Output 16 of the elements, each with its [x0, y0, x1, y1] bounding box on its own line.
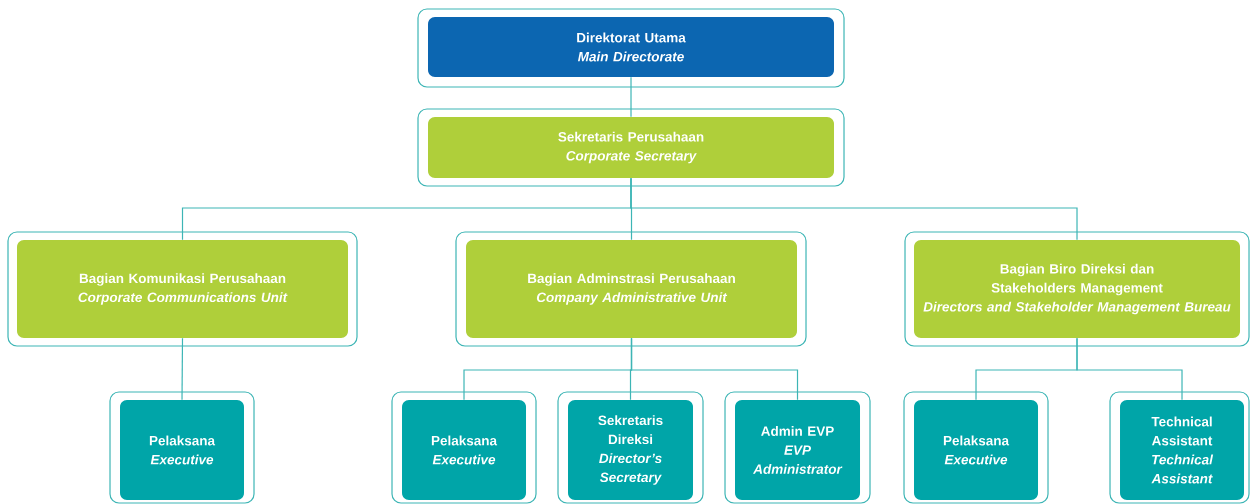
connector-line [630, 337, 799, 401]
org-box: Sekretaris Perusahaan Corporate Secretary [417, 108, 845, 187]
org-box: Technical Assistant Technical Assistant [1109, 391, 1250, 504]
org-box: Direktorat Utama Main Directorate [417, 8, 845, 88]
connector-line [181, 337, 184, 401]
org-box: Sekretaris Direksi Director’s Secretary [557, 391, 704, 504]
org-box: Admin EVP EVP Administrator [724, 391, 871, 504]
org-box: Pelaksana Executive [903, 391, 1049, 504]
org-box: Pelaksana Executive [391, 391, 537, 504]
connector-line [630, 76, 632, 118]
org-box: Bagian Komunikasi Perusahaan Corporate Communications Unit [7, 231, 358, 347]
connector-line [1076, 337, 1183, 401]
org-box: Bagian Adminstrasi Perusahaan Company Administrative Unit [455, 231, 807, 347]
org-box: Bagian Biro Direksi dan Stakeholders Management Directors and Stakeholder Management Bureau [904, 231, 1250, 347]
org-box: Pelaksana Executive [109, 391, 255, 504]
connector-line [630, 177, 1078, 241]
